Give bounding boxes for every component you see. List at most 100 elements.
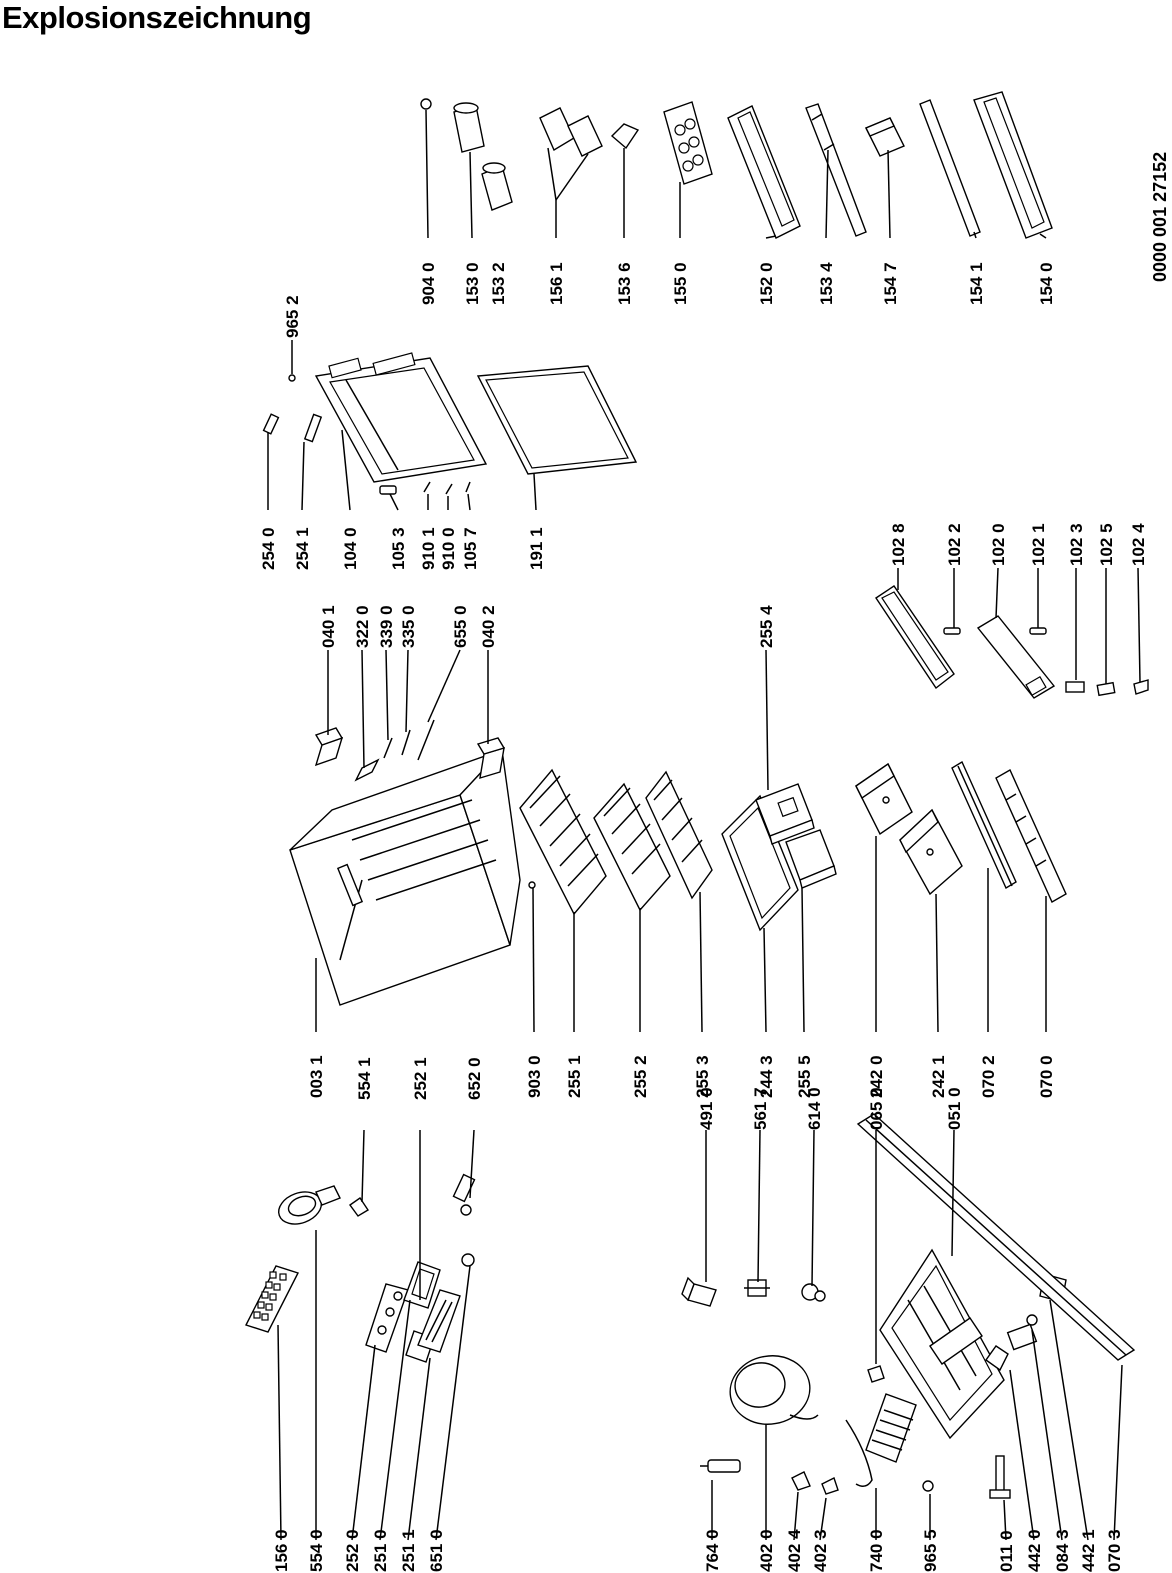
rod-655-0-drawing: [417, 719, 435, 761]
part-label: 070 3: [1105, 1529, 1124, 1572]
door-104-0-drawing: [314, 352, 488, 483]
handle-254-0-drawing: [262, 413, 280, 435]
egg-rack-155-0-drawing: [663, 101, 713, 185]
part-label: 244 3: [757, 1055, 776, 1098]
panel-102-0-drawing: [976, 615, 1056, 699]
starter-561-7-drawing: [744, 1279, 770, 1297]
part-label: 153 0: [463, 262, 482, 305]
clip-102-2-drawing: [943, 627, 961, 635]
part-label: 255 2: [631, 1055, 650, 1098]
ice-tray-drawing: [245, 1265, 299, 1333]
shelf-255-2-drawing: [593, 782, 671, 912]
part-label: 910 0: [439, 527, 458, 570]
part-label: 561 7: [751, 1087, 770, 1130]
part-label: 740 0: [867, 1529, 886, 1572]
part-label: 652 0: [465, 1057, 484, 1100]
part-label: 102 1: [1029, 523, 1048, 566]
part-label: 322 0: [353, 605, 372, 648]
bolt-011-0-drawing: [989, 1455, 1011, 1499]
part-label: 764 0: [703, 1529, 722, 1572]
part-label: 251 0: [371, 1529, 390, 1572]
stop-903-0-drawing: [528, 881, 536, 889]
part-label: 154 1: [967, 262, 986, 305]
clip-153-6-drawing: [610, 123, 640, 150]
part-label: 252 0: [343, 1529, 362, 1572]
part-label: 153 6: [615, 262, 634, 305]
part-label: 402 4: [785, 1529, 804, 1572]
crisper-242-1-drawing: [899, 808, 963, 896]
bulb-651-0-drawing: [461, 1253, 475, 1267]
part-label: 242 1: [929, 1055, 948, 1098]
bottle-shelf-154-0-drawing: [973, 91, 1053, 239]
part-label: 252 1: [411, 1057, 430, 1100]
part-label: 102 4: [1129, 523, 1148, 566]
cabinet-drawing: [289, 748, 521, 1006]
part-label: 040 2: [479, 605, 498, 648]
part-label: 011 0: [997, 1530, 1016, 1572]
part-label: 904 0: [419, 262, 438, 305]
part-label: 104 0: [341, 527, 360, 570]
part-label: 152 0: [757, 262, 776, 305]
overload-614-0-drawing: [801, 1283, 826, 1302]
clip-102-3-drawing: [1065, 681, 1085, 693]
thermostat-knob-drawing: [405, 1289, 461, 1363]
pin-339-0-drawing: [383, 737, 393, 759]
page-title: Explosionszeichnung: [2, 0, 312, 35]
tray-255-5-drawing: [785, 829, 837, 889]
capacitor-764-0-drawing: [700, 1459, 741, 1473]
condenser-drawing: [845, 1365, 917, 1487]
part-label: 255 4: [757, 605, 776, 648]
part-label: 040 1: [319, 605, 338, 648]
cap-904-0-drawing: [420, 98, 432, 110]
thermostat-housing-drawing: [365, 1283, 409, 1353]
bar-153-4-drawing: [805, 103, 867, 237]
part-label: 051 0: [945, 1087, 964, 1130]
box-156-1-drawing: [539, 107, 603, 157]
part-label: 102 3: [1067, 523, 1086, 566]
part-label: 554 1: [355, 1057, 374, 1100]
gasket-191-1-drawing: [476, 365, 638, 475]
part-label: 242 0: [867, 1055, 886, 1098]
part-number-labels: 156 0 554 0 252 0 251 0 251 1 651 0 764 …: [259, 152, 1170, 1572]
compressor-drawing: [729, 1355, 819, 1425]
part-label: 102 8: [889, 523, 908, 566]
part-label: 102 2: [945, 523, 964, 566]
pin-910-1-drawing: [423, 481, 431, 493]
part-label: 102 5: [1097, 523, 1116, 566]
part-label: 614 0: [805, 1087, 824, 1130]
relay-402-4-drawing: [791, 1471, 811, 1491]
part-label: 903 0: [525, 1055, 544, 1098]
part-label: 070 2: [979, 1055, 998, 1098]
screw-965-2-drawing: [288, 374, 296, 382]
junction-box-drawing: [681, 1276, 717, 1307]
pin-105-7-drawing: [465, 481, 471, 493]
strip-070-0-drawing: [995, 769, 1067, 903]
part-label: 254 1: [293, 527, 312, 570]
shelf-255-3-drawing: [645, 770, 713, 900]
tray-255-4-drawing: [755, 783, 815, 845]
handle-254-1-drawing: [303, 413, 323, 443]
part-label: 156 1: [547, 262, 566, 305]
bottle-holder-154-7-drawing: [865, 117, 905, 157]
hinge-084-3-drawing: [1006, 1314, 1038, 1351]
egg-tray-153-0-drawing: [453, 102, 485, 153]
part-label: 491 0: [697, 1087, 716, 1130]
part-label: 402 3: [811, 1529, 830, 1572]
part-label: 155 0: [671, 262, 690, 305]
bracket-322-0-drawing: [354, 758, 380, 782]
part-label: 084 3: [1053, 1529, 1072, 1572]
part-label: 965 5: [921, 1529, 940, 1572]
part-label: 154 7: [881, 262, 900, 305]
frame-102-8-drawing: [875, 585, 955, 690]
part-label: 254 0: [259, 527, 278, 570]
part-label: 255 3: [693, 1055, 712, 1098]
clip-102-1-drawing: [1029, 627, 1047, 635]
part-label: 255 1: [565, 1055, 584, 1098]
clip-102-5-drawing: [1096, 681, 1116, 697]
part-label: 402 0: [757, 1529, 776, 1572]
part-label: 102 0: [989, 523, 1008, 566]
leader-lines: [267, 109, 1141, 1541]
foot-442-0-drawing: [985, 1345, 1009, 1372]
crisper-cover-drawing: [721, 794, 799, 932]
